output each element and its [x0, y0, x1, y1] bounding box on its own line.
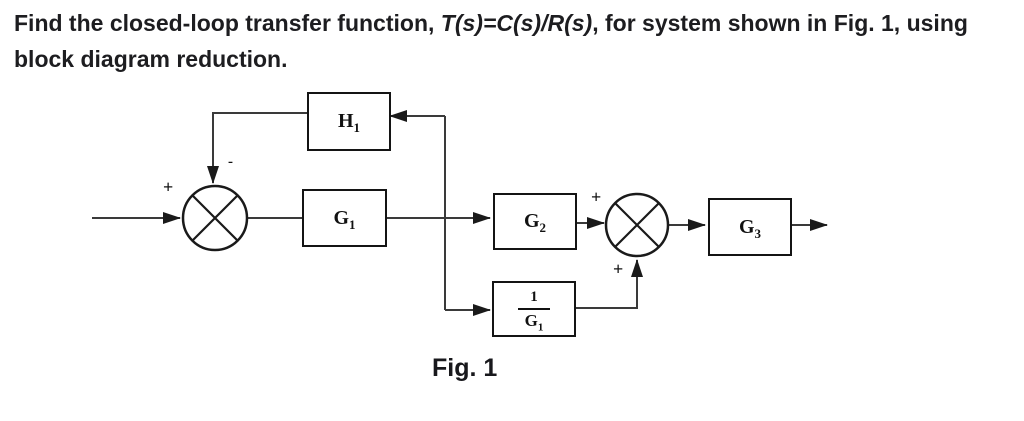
fraction-denominator: G1 — [518, 310, 550, 333]
problem-statement-prefix: Find the closed-loop transfer function, — [14, 10, 441, 36]
sum-junction-2-cross — [614, 202, 660, 248]
block-G1-label: G1 — [333, 206, 356, 232]
block-G3: G3 — [708, 198, 792, 256]
block-G2-label: G2 — [523, 210, 547, 235]
block-G1-subscript: 1 — [349, 216, 356, 232]
block-inverse-G1-label: 1 G1 — [518, 289, 550, 333]
h1-feedback-to-sum1-line — [207, 112, 307, 184]
sum1-input-plus-sign: + — [163, 177, 174, 197]
block-H1-base: H — [337, 110, 354, 132]
sum1-feedback-minus-sign: - — [228, 154, 233, 170]
block-G3-subscript: 3 — [754, 225, 762, 241]
block-inverse-G1: 1 G1 — [492, 281, 576, 337]
block-G1: G1 — [302, 189, 387, 247]
problem-statement-line2: block diagram reduction. — [14, 46, 288, 72]
block-G2-subscript: 2 — [539, 220, 547, 235]
block-G1-base: G — [333, 206, 350, 229]
sum-junction-1-cross — [191, 194, 239, 242]
block-H1: H1 — [307, 92, 391, 151]
transfer-function-expression: T(s)=C(s)/R(s) — [440, 10, 593, 36]
fraction-denominator-base: G — [524, 311, 538, 330]
figure-caption: Fig. 1 — [432, 354, 498, 382]
block-G2: G2 — [493, 193, 577, 250]
sum2-left-plus-sign: + — [591, 187, 602, 207]
block-G2-base: G — [523, 210, 540, 232]
sum2-bottom-plus-sign: + — [613, 259, 624, 279]
block-H1-label: H1 — [337, 110, 361, 135]
block-G3-base: G — [738, 215, 755, 238]
problem-statement: Find the closed-loop transfer function, … — [14, 5, 1004, 77]
invg1-to-sum2-line — [572, 259, 643, 309]
block-H1-subscript: 1 — [353, 120, 361, 135]
block-G3-label: G3 — [738, 215, 762, 241]
problem-statement-suffix: , for system shown in Fig. 1, using — [592, 10, 968, 36]
fraction-numerator: 1 — [518, 289, 550, 310]
fraction-denominator-subscript: 1 — [537, 321, 544, 334]
